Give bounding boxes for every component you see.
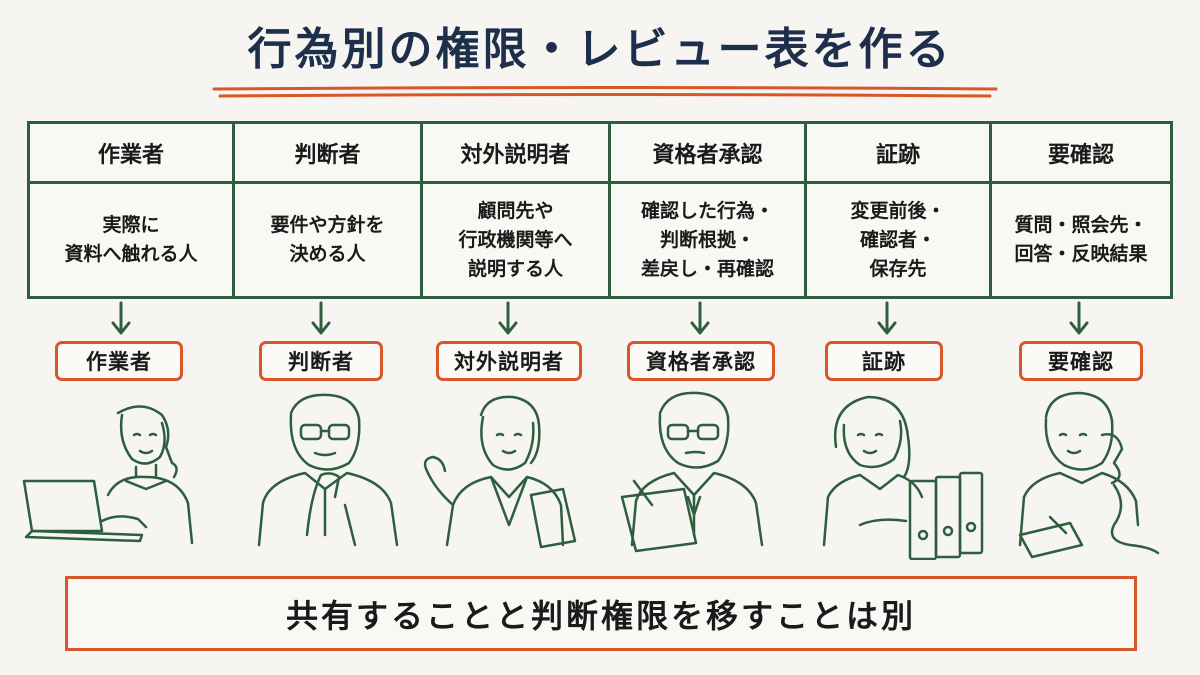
key-message-box: 共有することと判断権限を移すことは別	[65, 576, 1137, 651]
column-description: 確認した行為・ 判断根拠・ 差戻し・再確認	[640, 199, 774, 280]
column-header: 判断者	[235, 124, 420, 184]
down-arrow-icon	[311, 301, 331, 335]
role-tag-evidence: 証跡	[825, 341, 943, 381]
role-tag-worker: 作業者	[55, 341, 183, 381]
column-evidence: 証跡 変更前後・ 確認者・ 保存先	[807, 124, 992, 296]
column-header: 要確認	[992, 124, 1170, 184]
person-thinking-icon	[257, 393, 399, 547]
column-decision-maker: 判断者 要件や方針を 決める人	[235, 124, 423, 296]
column-needs-confirmation: 要確認 質問・照会先・ 回答・反映結果	[992, 124, 1170, 296]
person-with-binders-icon	[822, 395, 984, 560]
page-title: 行為別の権限・レビュー表を作る	[247, 24, 953, 75]
role-table: 作業者 実際に 資料へ触れる人 判断者 要件や方針を 決める人 対外説明者 顧問…	[27, 121, 1173, 299]
column-header: 対外説明者	[423, 124, 608, 184]
down-arrow-icon	[690, 301, 710, 335]
role-tag-needs-confirmation: 要確認	[1019, 341, 1143, 381]
column-description: 質問・照会先・ 回答・反映結果	[1014, 214, 1148, 265]
role-tag-external-explainer: 対外説明者	[436, 341, 582, 381]
down-arrow-icon	[498, 301, 518, 335]
person-with-laptop-icon	[22, 405, 194, 545]
column-description: 要件や方針を 決める人	[270, 214, 385, 265]
role-tag-decision-maker: 判断者	[259, 341, 383, 381]
down-arrow-icon	[1069, 301, 1089, 335]
role-tag-qualified-approval: 資格者承認	[627, 341, 775, 381]
column-external-explainer: 対外説明者 顧問先や 行政機関等へ 説明する人	[423, 124, 611, 296]
column-worker: 作業者 実際に 資料へ触れる人	[30, 124, 235, 296]
down-arrow-icon	[111, 301, 131, 335]
column-description: 顧問先や 行政機関等へ 説明する人	[458, 199, 573, 280]
column-header: 資格者承認	[611, 124, 804, 184]
column-description: 変更前後・ 確認者・ 保存先	[850, 199, 946, 280]
column-header: 証跡	[807, 124, 989, 184]
person-on-phone-icon	[1018, 391, 1160, 559]
person-explaining-icon	[423, 395, 577, 549]
person-signing-clipboard-icon	[620, 391, 764, 553]
column-qualified-approval: 資格者承認 確認した行為・ 判断根拠・ 差戻し・再確認	[611, 124, 807, 296]
column-description: 実際に 資料へ触れる人	[64, 214, 198, 265]
title-underline	[212, 86, 998, 98]
column-header: 作業者	[30, 124, 232, 184]
down-arrow-icon	[877, 301, 897, 335]
